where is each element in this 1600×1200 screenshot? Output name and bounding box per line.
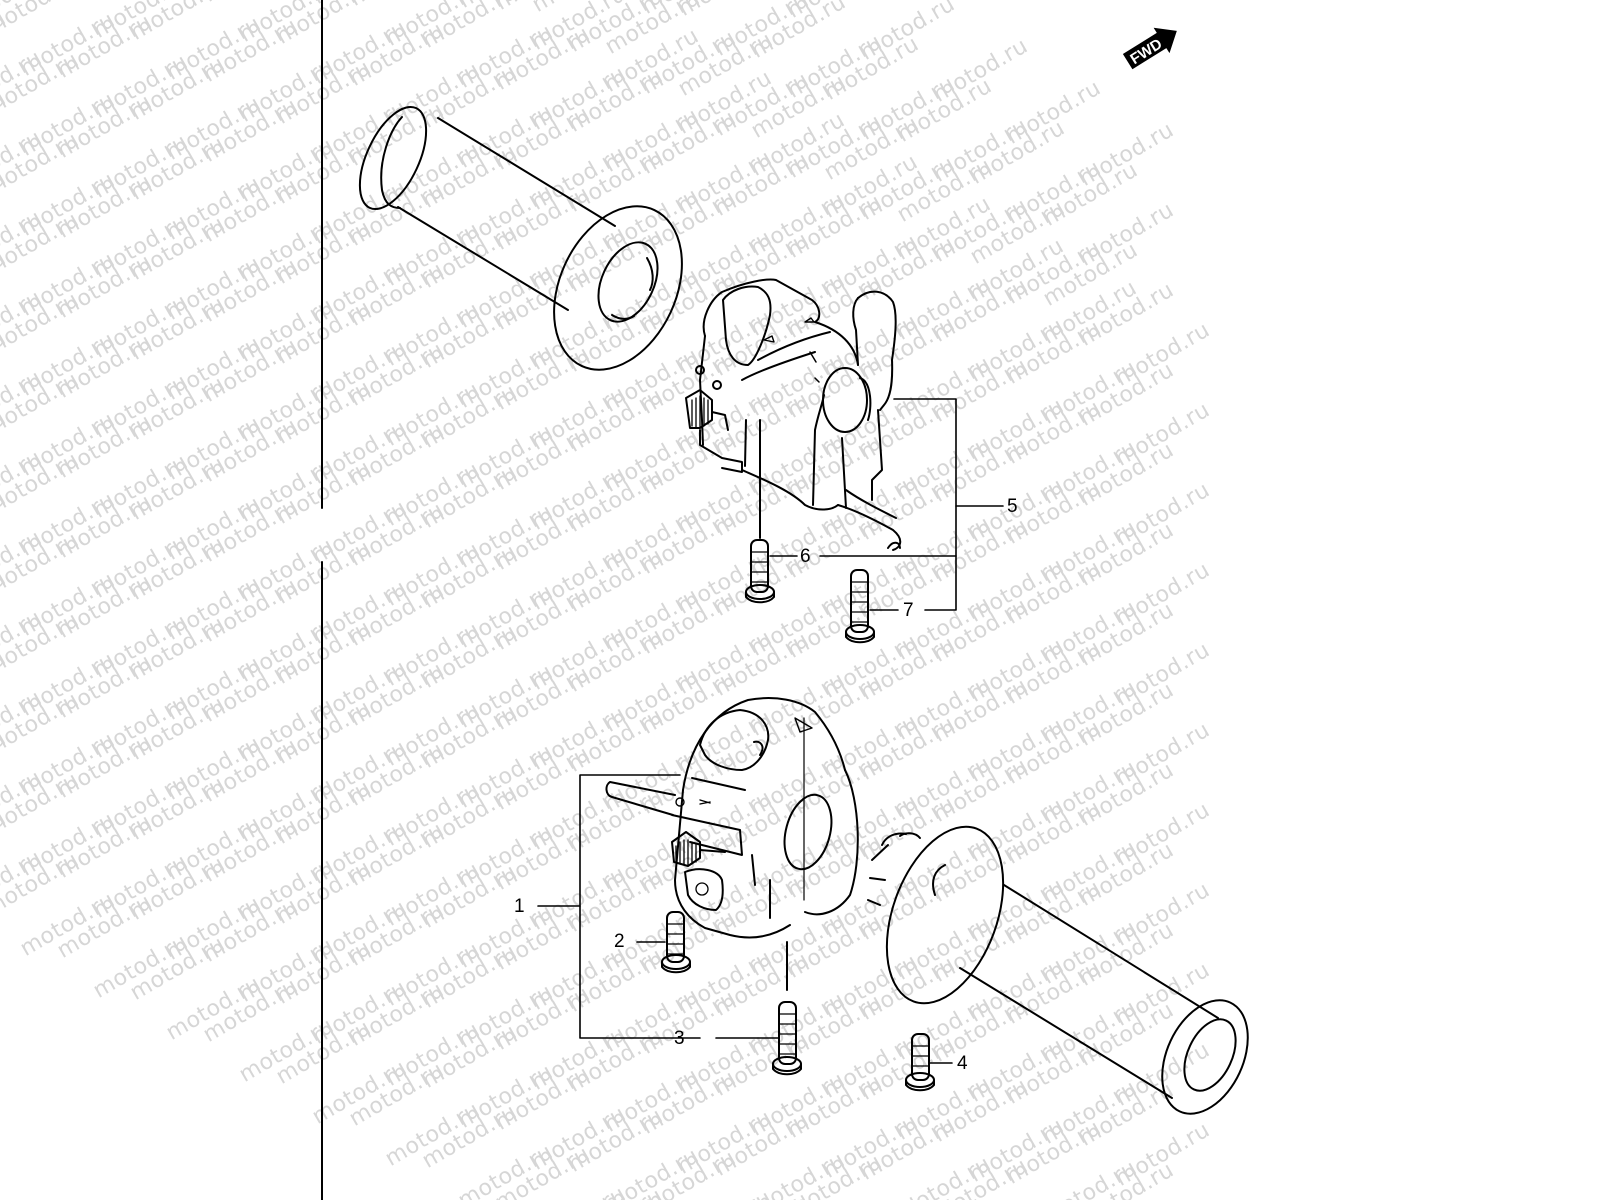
callout-6: 6 [800, 546, 811, 567]
callout-1: 1 [514, 896, 525, 917]
callout-3: 3 [674, 1028, 685, 1049]
throttle-grip [867, 825, 1249, 1115]
screw-7 [845, 569, 875, 644]
left-switch-housing [605, 697, 859, 939]
callout-4: 4 [957, 1053, 968, 1074]
screw-2 [661, 911, 691, 974]
callout-7: 7 [903, 600, 914, 621]
forward-direction-icon: FWD [1118, 17, 1189, 80]
right-grip [358, 105, 683, 371]
screw-4 [905, 1033, 935, 1092]
screw-3 [772, 941, 802, 1076]
callout-leaders-top [769, 398, 1004, 611]
callout-5: 5 [1007, 496, 1018, 517]
right-switch-housing [685, 278, 902, 551]
svg-text:FWD: FWD [1127, 35, 1165, 68]
callout-leaders-bottom [537, 774, 953, 1064]
screw-6 [745, 419, 775, 604]
callout-2: 2 [614, 931, 625, 952]
